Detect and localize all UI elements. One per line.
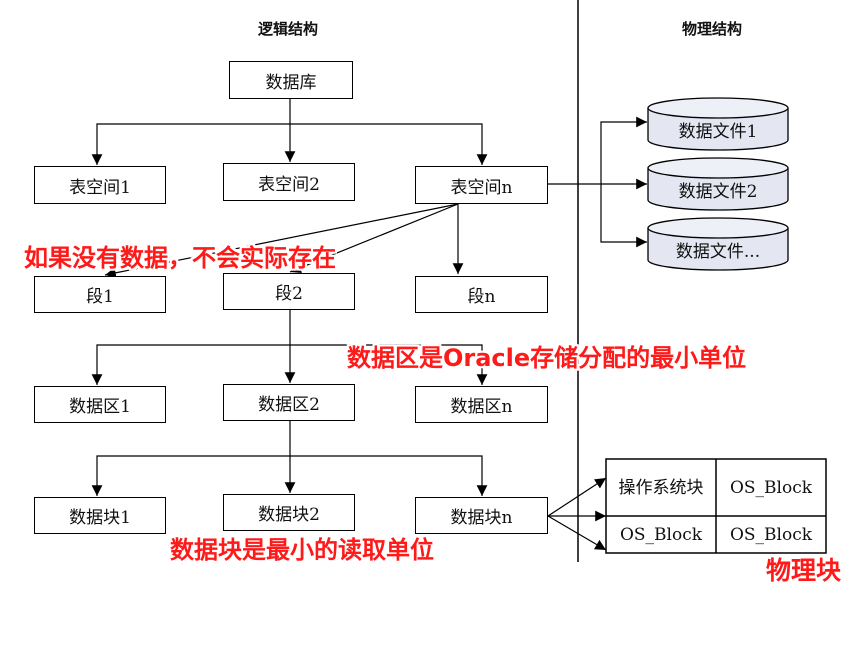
segment-box-2: 段2 <box>223 273 355 310</box>
datafile-cylinder-3 <box>647 217 789 271</box>
database-box: 数据库 <box>229 61 353 99</box>
tablespace-box-1: 表空间1 <box>34 166 166 204</box>
segment-box-1: 段1 <box>34 276 166 313</box>
os-block-cell-bottom-left: OS_Block <box>619 524 703 545</box>
os-block-grid <box>605 458 827 554</box>
tablespace-box-n: 表空间n <box>415 166 548 204</box>
datafile-label-3: 数据文件... <box>675 242 761 262</box>
segment-annotation: 如果没有数据，不会实际存在 <box>24 244 336 272</box>
connector-block-osblocks <box>547 477 607 551</box>
datafile-cylinder-2 <box>647 157 789 211</box>
connector-db-tablespaces <box>91 99 488 165</box>
block-box-2: 数据块2 <box>223 494 355 531</box>
block-annotation: 数据块是最小的读取单位 <box>170 536 434 564</box>
extent-box-n: 数据区n <box>415 386 548 423</box>
physical-structure-header: 物理结构 <box>682 20 743 38</box>
logical-structure-header: 逻辑结构 <box>258 20 319 38</box>
os-block-cell-top-right: OS_Block <box>729 477 813 498</box>
extent-annotation: 数据区是Oracle存储分配的最小单位 <box>347 344 747 372</box>
connector-ts-segments <box>104 203 464 279</box>
block-box-1: 数据块1 <box>34 497 166 534</box>
datafile-cylinder-1 <box>647 97 789 151</box>
tablespace-box-2: 表空间2 <box>223 163 355 201</box>
connector-seg-extents <box>91 310 488 385</box>
os-block-cell-top-left: 操作系统块 <box>618 477 704 498</box>
extent-box-2: 数据区2 <box>223 384 355 421</box>
extent-box-1: 数据区1 <box>34 386 166 423</box>
block-box-n: 数据块n <box>415 497 548 534</box>
segment-box-n: 段n <box>415 276 548 313</box>
physical-block-annotation: 物理块 <box>766 556 842 585</box>
connector-ext-blocks <box>91 421 488 496</box>
datafile-label-1: 数据文件1 <box>678 122 758 142</box>
datafile-label-2: 数据文件2 <box>678 182 758 202</box>
os-block-cell-bottom-right: OS_Block <box>729 524 813 545</box>
connector-ts-datafiles <box>548 116 647 248</box>
